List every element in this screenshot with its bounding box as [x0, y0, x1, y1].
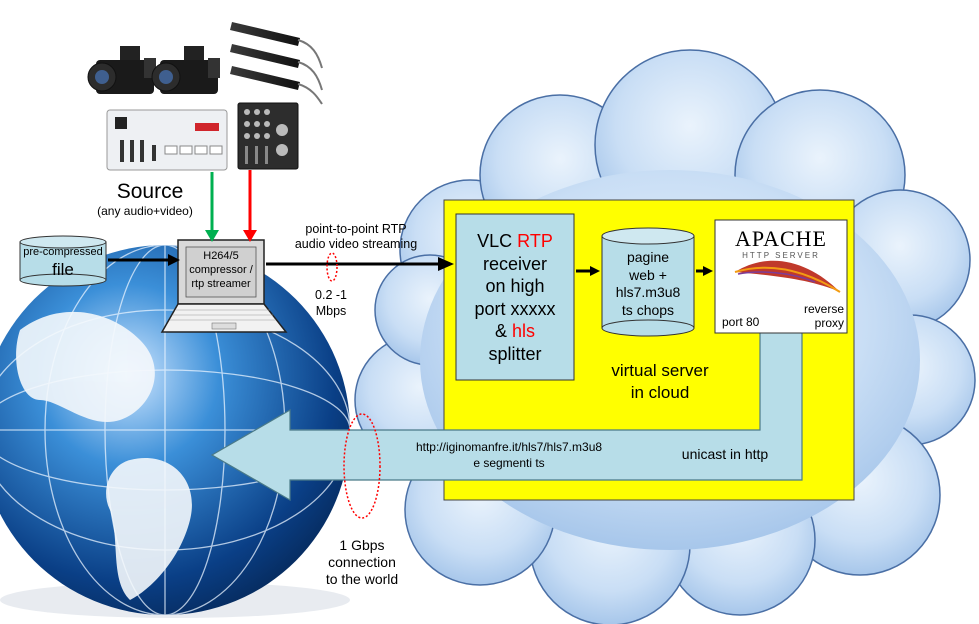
connection-label: 1 Gbps connection to the world	[302, 537, 422, 587]
cloud-label-line1: virtual server	[611, 361, 709, 380]
rtp-rate-label: 0.2 -1 Mbps	[296, 288, 366, 319]
storage-line1: pagine	[626, 249, 670, 265]
storage-cylinder	[601, 227, 695, 337]
vlc-line2: receiver	[482, 253, 548, 274]
vlc-label: VLC RTP receiver on high port xxxxx & hl…	[456, 230, 574, 365]
laptop-icon	[160, 239, 288, 333]
vlc-line3: on high	[485, 276, 545, 296]
storage-line2: web +	[629, 266, 667, 283]
apache-role: reverse proxy	[780, 302, 844, 331]
camera-icon	[151, 46, 220, 94]
storage-line3: hls7.m3u8	[615, 284, 681, 300]
apache-role-line1: reverse	[803, 302, 844, 316]
rtp-link-label: point-to-point RTP audio video streaming	[274, 222, 438, 252]
microphone-icon	[230, 22, 323, 69]
feather-icon	[734, 260, 841, 293]
vlc-to-storage-arrow	[576, 266, 600, 276]
return-url: http://iginomanfre.it/hls7/hls7.m3u8	[415, 440, 603, 454]
return-url-label: http://iginomanfre.it/hls7/hls7.m3u8 e s…	[384, 440, 634, 471]
vlc-hls-highlight: hls	[512, 321, 536, 341]
apache-logo-subtext: HTTP SERVER	[742, 251, 820, 260]
cloud-label-line2: in cloud	[630, 383, 690, 403]
apache-port: port 80	[722, 315, 760, 329]
cloud-label: virtual server in cloud	[580, 360, 740, 404]
video-mixer-icon	[106, 109, 228, 171]
laptop-line3: rtp streamer	[191, 277, 251, 290]
audio-mixer-icon	[237, 102, 299, 170]
microphone-icon	[230, 44, 323, 91]
connection-line2: connection	[328, 553, 396, 570]
file-label-line2: file	[52, 260, 74, 279]
microphone-icon	[230, 66, 323, 105]
storage-line4: ts chops	[621, 301, 675, 318]
rtp-bandwidth-marker	[326, 252, 338, 282]
unicast-label: unicast in http	[681, 446, 769, 462]
vlc-line1a: VLC	[477, 231, 518, 251]
vlc-line5a: &	[494, 321, 512, 341]
storage-to-apache-arrow	[696, 266, 713, 276]
vlc-line6: splitter	[488, 343, 542, 364]
connection-line3: to the world	[325, 570, 399, 587]
file-label-line1: pre-compressed	[23, 246, 103, 258]
vlc-line4: port xxxxx	[474, 298, 556, 319]
laptop-screen-text: H264/5 compressor / rtp streamer	[184, 250, 258, 291]
video-input-arrow	[205, 172, 219, 242]
rtp-rate-line2: Mbps	[315, 303, 347, 318]
rtp-link-line1: point-to-point RTP	[305, 222, 407, 236]
apache-logo-text: APACHE	[735, 226, 827, 251]
connection-line1: 1 Gbps	[339, 537, 385, 553]
vlc-box	[455, 213, 575, 381]
rtp-rate-line1: 0.2 -1	[315, 288, 347, 302]
vlc-rtp-highlight: RTP	[517, 231, 553, 251]
file-cylinder	[19, 235, 107, 287]
storage-label: pagine web + hls7.m3u8 ts chops	[602, 249, 694, 319]
globe-icon	[0, 245, 350, 618]
apache-role-line2: proxy	[814, 316, 844, 331]
rtp-link-line2: audio video streaming	[294, 237, 418, 251]
rtp-stream-arrow	[266, 257, 454, 271]
camera-icon	[87, 46, 156, 94]
audio-input-arrow	[243, 170, 257, 242]
source-subtitle: (any audio+video)	[97, 204, 193, 218]
http-return-arrow	[210, 331, 803, 502]
file-to-laptop-arrow	[108, 254, 180, 266]
laptop-line2: compressor /	[189, 263, 253, 276]
return-url-line2: e segmenti ts	[473, 455, 545, 470]
source-title: Source	[116, 180, 184, 203]
laptop-line1: H264/5	[203, 250, 239, 262]
world-bandwidth-marker	[343, 413, 381, 519]
